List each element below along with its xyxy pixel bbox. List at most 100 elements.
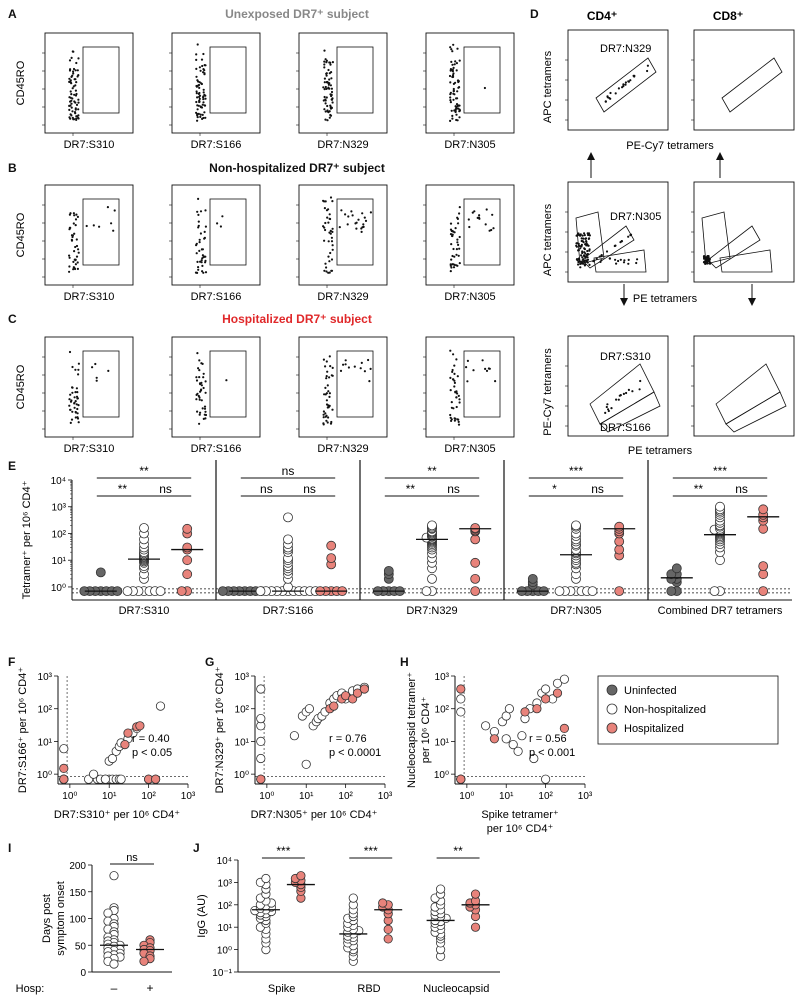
flow-gate [336, 350, 374, 418]
flow-event [455, 62, 458, 65]
flow-event [203, 93, 206, 96]
flow-gated-event [92, 224, 95, 227]
e-point-hospitalized [614, 586, 625, 596]
flow-event [195, 244, 198, 247]
scatter-point-hospitalized [359, 684, 369, 694]
flow-event [71, 97, 74, 100]
flow-event [323, 81, 326, 84]
flow-event [327, 68, 330, 72]
flow-event [452, 98, 455, 101]
flow-event [74, 84, 77, 87]
flow-event [322, 422, 325, 425]
flow-event [328, 376, 331, 379]
flow-event [331, 101, 334, 104]
e-y-label: Tetramer⁺ per 10⁶ CD4⁺ [21, 480, 33, 599]
d-gate-fan-cd4 [575, 211, 605, 265]
d-arrowhead [620, 298, 628, 306]
flow-event [72, 260, 75, 263]
d-event [577, 232, 580, 235]
flow-event [203, 230, 206, 233]
flow-event [326, 80, 329, 84]
flow-event [328, 355, 331, 358]
j-point-hospitalized [470, 922, 481, 932]
j-y-tick-label: 10² [218, 901, 233, 912]
flow-event [328, 231, 331, 234]
flow-gated-event [344, 213, 347, 216]
i-category-label: – [111, 981, 118, 995]
j-point-hospitalized [383, 924, 393, 935]
flow-event [450, 418, 453, 421]
e-sig-label: ** [694, 482, 704, 496]
flow-event [323, 269, 326, 272]
flow-event [68, 265, 71, 268]
panel-letter-b: B [8, 161, 17, 175]
j-group-label: RBD [357, 983, 380, 995]
e-point-hospitalized [470, 523, 481, 533]
flow-event [73, 111, 77, 114]
flow-event [325, 209, 329, 212]
flow-event [72, 70, 75, 73]
flow-event [203, 73, 206, 76]
flow-event [197, 226, 200, 229]
flow-plot-frame [298, 336, 388, 438]
e-point-hospitalized [470, 586, 481, 596]
d-gate-n329-cd8 [721, 57, 783, 113]
flow-event [73, 250, 76, 253]
d-event [703, 261, 706, 264]
flow-event [75, 403, 78, 406]
e-sig-label: ns [303, 482, 316, 496]
flow-plot-frame [425, 336, 515, 438]
scatter-point-hospitalized [352, 688, 363, 698]
e-sig-label: ** [118, 482, 128, 496]
flow-event [75, 61, 78, 65]
scatter-x-tick-label: 10³ [378, 791, 393, 802]
flow-xlabel: DR7:N305 [444, 443, 495, 455]
d-gate-fan-cd8 [719, 249, 773, 273]
flow-event [75, 244, 79, 248]
flow-event [200, 384, 203, 387]
d-event [706, 255, 709, 258]
d-event [620, 240, 623, 243]
d-event [582, 262, 585, 265]
flow-event [457, 79, 460, 82]
scatter-y-label: DR7:N329⁺ per 10⁶ CD4⁺ [214, 666, 226, 793]
flow-event [453, 381, 456, 384]
flow-event [454, 390, 457, 394]
scatter-point-non_hospitalized [552, 678, 563, 688]
flow-event [331, 61, 334, 64]
scatter-point-non_hospitalized [540, 684, 551, 694]
flow-event [448, 74, 452, 78]
flow-event [325, 392, 328, 395]
flow-event [200, 82, 203, 85]
d-event [635, 261, 638, 265]
i-sig-label: ns [126, 852, 138, 864]
d-event [576, 258, 579, 261]
flow-gated-event [360, 361, 363, 364]
flow-event [203, 237, 206, 240]
flow-event [450, 48, 453, 51]
flow-event [200, 388, 203, 391]
flow-event [449, 119, 452, 122]
flow-event [451, 114, 454, 117]
flow-gated-event [361, 226, 364, 229]
flow-event [204, 209, 207, 212]
flow-event [325, 72, 328, 75]
flow-event [198, 396, 201, 399]
flow-event [198, 413, 201, 416]
e-point-hospitalized [176, 586, 187, 596]
scatter-y-label-line1: Nucleocapsid tetramer⁺ [406, 672, 418, 788]
panel-letter-i: I [8, 841, 11, 855]
flow-gated-event [355, 227, 358, 230]
e-sig-label: *** [713, 464, 727, 478]
j-y-tick-label: 10⁰ [217, 946, 232, 957]
e-point-uninfected [527, 574, 538, 584]
j-point-non_hospitalized [435, 884, 446, 894]
d-event [705, 257, 709, 260]
flow-event [76, 75, 79, 78]
flow-event [455, 69, 458, 72]
flow-event [454, 60, 457, 63]
e-sig-label: ns [735, 482, 748, 496]
flow-gated-event [484, 367, 487, 370]
flow-event [326, 104, 329, 108]
